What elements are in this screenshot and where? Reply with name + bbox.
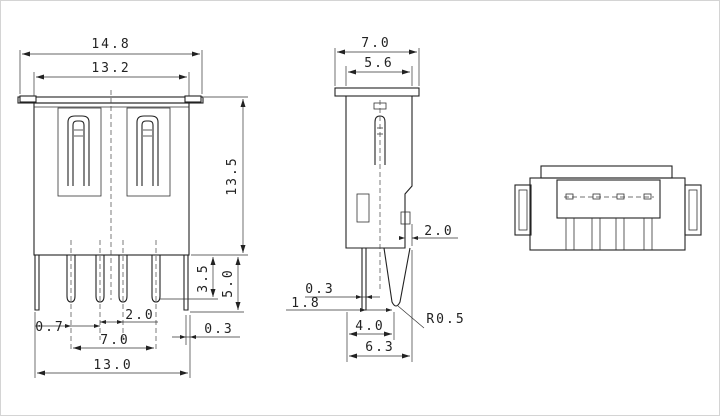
side-body (345, 95, 413, 249)
dim-arrow (179, 74, 187, 80)
dim-arrow (348, 69, 356, 75)
front-contact-right (136, 115, 159, 186)
dim-arrow (386, 308, 392, 312)
dim-arrow (399, 236, 405, 240)
dim-arrow (360, 308, 366, 312)
dim-arrow (100, 320, 106, 324)
dim-arrow (240, 245, 246, 253)
front-window-left (57, 107, 102, 197)
dim-pin-total-label: 5.0 (221, 268, 236, 297)
dim-arrow (412, 236, 418, 240)
bottom-view (514, 165, 702, 251)
dim-pin-offset-label: 0.7 (35, 320, 64, 335)
dim-arrow (235, 302, 241, 310)
dim-side-inner-label: 5.6 (364, 56, 393, 71)
bottom-tongue (556, 179, 661, 219)
dim-pin-span-label: 7.0 (100, 333, 129, 348)
dim-arrow (384, 331, 392, 337)
dim-arrow (409, 49, 417, 55)
bottom-side-tab-right (684, 184, 702, 236)
dim-arrow (210, 257, 216, 265)
dim-arrow (146, 345, 154, 351)
dim-arrow (37, 370, 45, 376)
front-pin-1 (66, 255, 76, 303)
side-view: 7.0 5.6 2.0 0.3 1.8 4.0 R0.5 (286, 36, 465, 362)
side-pin-tail (383, 247, 411, 307)
dim-arrow (337, 49, 345, 55)
bottom-contact-2 (592, 193, 601, 200)
dim-arrow (402, 69, 410, 75)
dim-pin-length-label: 3.5 (196, 263, 211, 292)
dim-peg-span-label: 13.0 (93, 358, 132, 373)
dim-peg-width-label: 0.3 (204, 322, 233, 337)
dim-base-width-label: 6.3 (365, 340, 394, 355)
front-view: 14.8 13.2 13.5 3.5 5.0 2.0 (17, 37, 248, 378)
dim-arrow (349, 331, 357, 337)
bottom-side-tab-right-inner (688, 189, 698, 231)
bottom-contact-3 (616, 193, 625, 200)
dim-arrow (180, 335, 186, 339)
dim-arrow (73, 345, 81, 351)
front-body (33, 102, 190, 256)
front-window-right (126, 107, 171, 197)
front-flange-tab-left (19, 95, 37, 103)
bottom-contact-1 (565, 193, 574, 200)
dim-side-width-label: 7.0 (361, 36, 390, 51)
dim-arrow (22, 51, 30, 57)
front-pin-4 (151, 255, 161, 303)
dim-arrow (366, 295, 372, 299)
front-pin-2 (95, 255, 105, 303)
front-peg-right (183, 255, 189, 311)
dim-arrow (356, 295, 362, 299)
dim-body-width-label: 13.2 (91, 61, 130, 76)
dim-pin-pitch-label: 2.0 (125, 308, 154, 323)
dim-arrow (190, 335, 196, 339)
dim-overall-width-label: 14.8 (91, 37, 130, 52)
dim-arrow (192, 51, 200, 57)
dim-height-label: 13.5 (225, 156, 240, 195)
dim-arrow (240, 99, 246, 107)
bottom-side-tab-left (514, 184, 532, 236)
dim-tail-span-label: 4.0 (355, 319, 384, 334)
dim-arrow (210, 289, 216, 297)
dim-arrow (349, 353, 357, 359)
bottom-contact-4 (643, 193, 652, 200)
bottom-side-tab-left-inner (518, 189, 528, 231)
dim-arrow (36, 74, 44, 80)
dim-arrow (235, 257, 241, 265)
dim-step-label: 2.0 (424, 224, 453, 239)
dim-radius-label: R0.5 (426, 312, 465, 327)
dim-arrow (402, 353, 410, 359)
dim-arrow (117, 320, 123, 324)
front-peg-left (34, 255, 40, 311)
front-contact-left (67, 115, 90, 186)
front-flange-tab-right (184, 95, 202, 103)
side-latch-window (356, 193, 370, 223)
dim-radius-leader (397, 305, 425, 329)
dim-pin-offset-side-label: 1.8 (291, 296, 320, 311)
dim-arrow (65, 324, 71, 328)
dim-pin-thickness-label: 0.3 (305, 282, 334, 297)
dim-arrow (180, 370, 188, 376)
side-step-window (400, 211, 411, 225)
front-pin-3 (118, 255, 128, 303)
dim-arrow (94, 324, 100, 328)
